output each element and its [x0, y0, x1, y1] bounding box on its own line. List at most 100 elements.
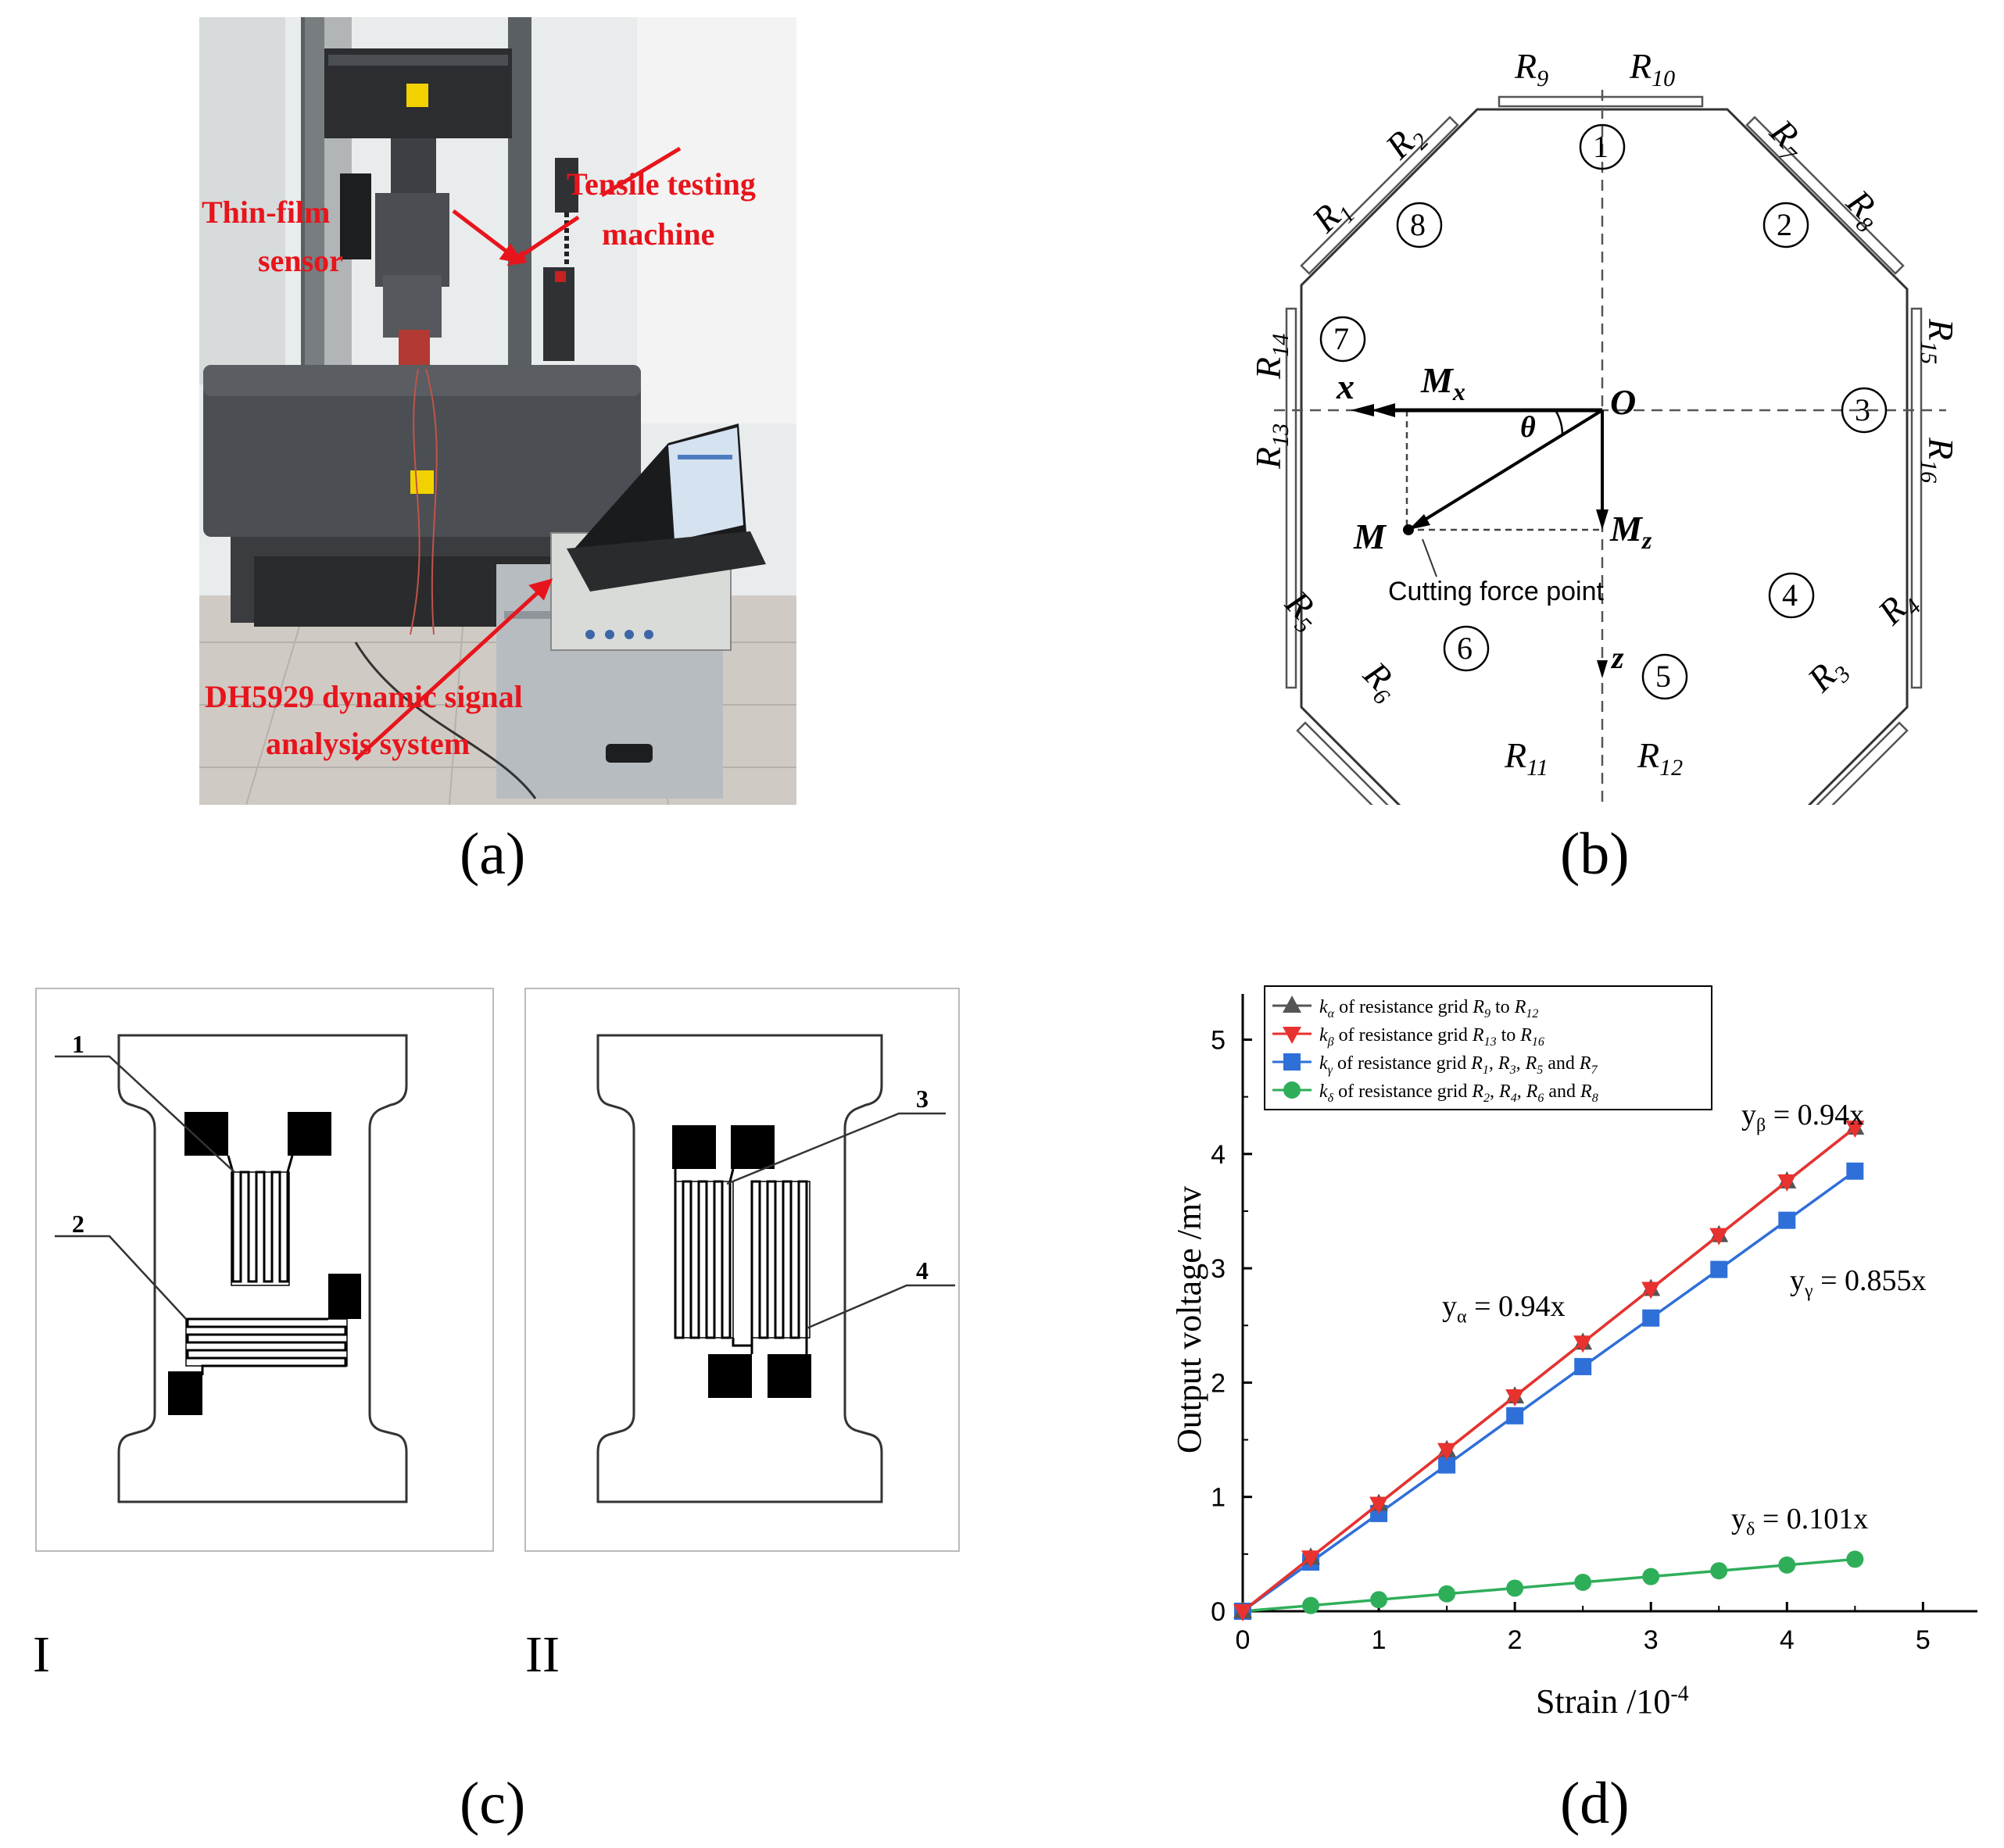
zone-5: 5 [1655, 659, 1671, 694]
x-tick-label: 2 [1508, 1625, 1523, 1655]
legend-label: kβ of resistance grid R13 to R16 [1319, 1025, 1544, 1049]
zone-2: 2 [1777, 207, 1792, 242]
label-r12: R12 [1637, 735, 1684, 781]
octagon-outline [1300, 108, 1909, 805]
legend-entry-4: kδ of resistance grid R2, R4, R6 and R8 [1272, 1081, 1598, 1105]
data-point [1642, 1567, 1660, 1585]
x-tick-label: 5 [1916, 1625, 1931, 1655]
label-origin: O [1610, 382, 1637, 422]
data-point [1437, 1442, 1457, 1460]
series-3 [1234, 1162, 1864, 1620]
label-r11: R11 [1505, 735, 1548, 781]
label-mx: Mx [1421, 360, 1465, 406]
x-axis-title: Strain /10-4 [1536, 1682, 1689, 1721]
annotation-dh-1: DH5929 dynamic signal [205, 679, 523, 714]
y-tick-label: 2 [1211, 1368, 1226, 1398]
y-tick-label: 4 [1211, 1140, 1226, 1170]
label-sensor-ii: II [525, 1626, 560, 1683]
data-point [1846, 1162, 1864, 1180]
chart-legend: kα of resistance grid R9 to R12 kβ of res… [1264, 985, 1712, 1110]
series-line [1242, 1557, 1855, 1613]
callout-1: 1 [72, 1030, 84, 1058]
y-tick-label: 0 [1211, 1597, 1226, 1627]
zone-3: 3 [1855, 392, 1870, 427]
legend-label: kδ of resistance grid R2, R4, R6 and R8 [1319, 1081, 1598, 1105]
series-4 [1234, 1550, 1864, 1620]
legend-entry-1: kα of resistance grid R9 to R12 [1272, 995, 1538, 1021]
data-point [1845, 1121, 1865, 1138]
data-point [1283, 1053, 1301, 1071]
legend-box [1264, 985, 1712, 1110]
y-tick-label: 1 [1211, 1483, 1226, 1513]
x-tick-label: 3 [1644, 1625, 1659, 1655]
callout-4: 4 [916, 1256, 929, 1285]
data-point [1506, 1407, 1524, 1424]
data-point [1505, 1389, 1525, 1407]
x-tick-label: 0 [1236, 1625, 1251, 1655]
equation-alpha: yα = 0.94x [1442, 1290, 1566, 1328]
data-point [1709, 1228, 1729, 1246]
series-line [1241, 1126, 1856, 1613]
annotation-film-2: sensor [258, 243, 343, 278]
label-r15: R15 [1915, 319, 1961, 365]
data-point [1846, 1550, 1864, 1568]
label-sensor-i: I [33, 1626, 50, 1683]
legend-entry-3: kγ of resistance grid R1, R3, R5 and R7 [1272, 1053, 1598, 1077]
label-r9: R9 [1515, 46, 1549, 92]
equation-gamma: yγ = 0.855x [1790, 1264, 1927, 1302]
callout-2: 2 [72, 1210, 84, 1238]
label-z-axis: z [1612, 640, 1624, 675]
data-point [1283, 1027, 1301, 1044]
legend-label: kα of resistance grid R9 to R12 [1319, 997, 1538, 1021]
data-point [1574, 1357, 1592, 1375]
data-point [1301, 1550, 1321, 1568]
data-point [1369, 1496, 1389, 1514]
data-point [1778, 1556, 1796, 1574]
data-point [1574, 1573, 1592, 1591]
equation-beta: yβ = 0.94x [1741, 1099, 1865, 1136]
annotation-tensile-2: machine [602, 216, 715, 252]
legend-label: kγ of resistance grid R1, R3, R5 and R7 [1319, 1053, 1598, 1077]
data-point [1778, 1211, 1796, 1229]
chart-series [1233, 1117, 1865, 1621]
data-point [1506, 1579, 1524, 1597]
data-point [1438, 1456, 1456, 1474]
data-point [1233, 1604, 1252, 1621]
data-point [1283, 995, 1301, 1013]
y-axis-title: Output voltage /mv [1170, 1185, 1208, 1453]
data-point [1573, 1335, 1593, 1353]
data-point [1710, 1260, 1728, 1278]
zone-8: 8 [1410, 207, 1426, 242]
zone-4: 4 [1782, 577, 1798, 613]
data-point [1641, 1281, 1661, 1299]
y-tick-label: 3 [1211, 1254, 1226, 1284]
zone-1: 1 [1593, 129, 1609, 164]
zone-7: 7 [1333, 321, 1349, 356]
data-point [1642, 1309, 1660, 1327]
label-r14: R14 [1248, 333, 1294, 379]
data-point [1302, 1596, 1320, 1614]
panel-a-label: (a) [460, 821, 526, 887]
octagon-diagram [1274, 90, 1946, 805]
panel-d-label: (d) [1560, 1771, 1630, 1836]
series-line [1241, 1170, 1856, 1613]
x-tick-label: 1 [1372, 1625, 1387, 1655]
sensor-layouts [35, 988, 960, 1552]
zone-6: 6 [1457, 631, 1473, 666]
equation-delta: yδ = 0.101x [1731, 1503, 1869, 1540]
label-cutting-force-point: Cutting force point [1388, 577, 1604, 606]
label-theta: θ [1520, 411, 1536, 444]
annotation-dh-2: analysis system [266, 726, 471, 761]
label-r13: R13 [1248, 423, 1294, 469]
callout-3: 3 [916, 1085, 929, 1113]
panel-b-label: (b) [1560, 821, 1630, 887]
data-point [1283, 1081, 1301, 1099]
label-mz: Mz [1610, 509, 1652, 555]
label-r10: R10 [1630, 46, 1676, 92]
data-point [1710, 1562, 1728, 1580]
x-tick-label: 4 [1780, 1625, 1795, 1655]
panel-c-label: (c) [460, 1771, 526, 1836]
data-point [1438, 1585, 1456, 1603]
label-r16: R16 [1915, 438, 1961, 484]
